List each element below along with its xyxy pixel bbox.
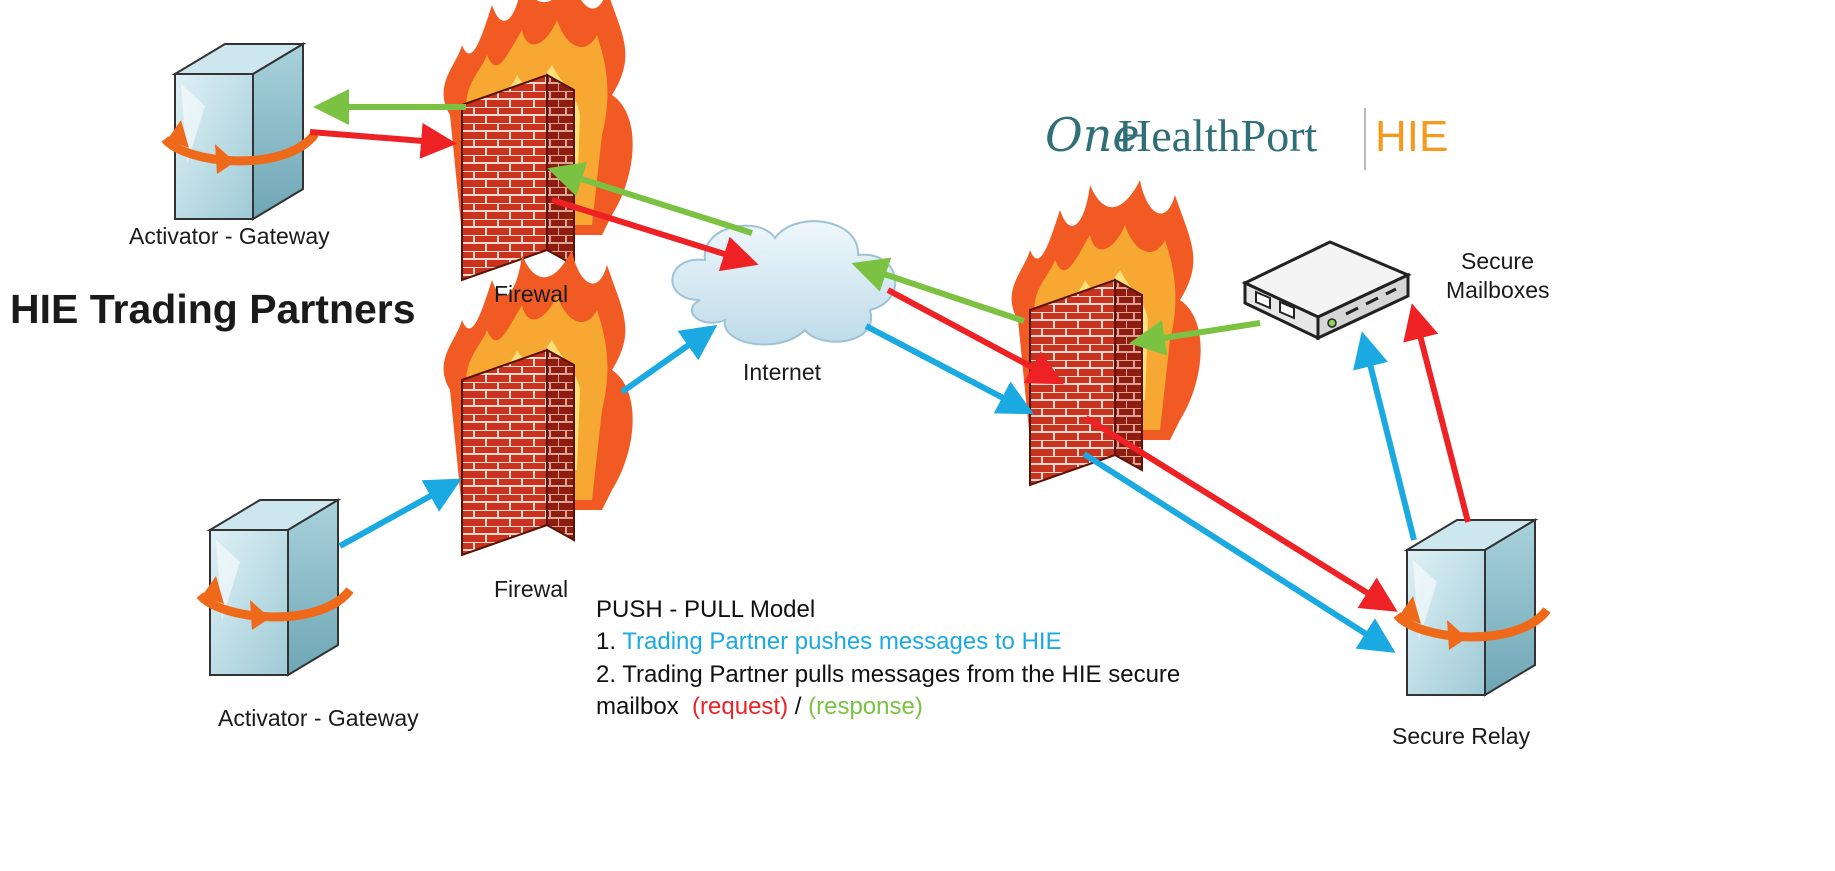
firewall-hie [1010,179,1202,486]
request-arrow-gateway-to-firewall [309,122,457,159]
legend-separator: / [788,693,808,720]
response-arrow-firewall-to-internet [851,257,1025,324]
legend-item-1-number: 1. [596,628,622,655]
push-arrow-firewall-to-internet [620,324,718,395]
secure-mailboxes-label-line1: Secure [1461,248,1534,274]
push-arrow-internet-to-firewall [864,323,1034,415]
internet-label: Internet [743,359,822,385]
logo-one: One [1045,108,1140,162]
firewall-top-label: Firewal [494,281,568,307]
push-arrow-gateway-to-firewall [338,478,462,549]
push-arrow-relay-to-mailboxes [1353,331,1417,541]
legend-item-1: 1. Trading Partner pushes messages to HI… [596,628,1062,655]
secure-mailboxes-label-line2: Mailboxes [1446,277,1550,303]
request-arrow-firewall-to-internet [551,197,759,272]
legend-request: (request) [692,693,788,720]
request-arrow-internet-to-firewall [886,287,1064,385]
gateway-bottom-server [200,500,350,675]
gateway-bottom-label: Activator - Gateway [218,705,419,731]
push-arrow-firewall-to-relay [1082,451,1396,653]
legend-item-2-line2: mailbox (request) / (response) [596,693,923,720]
response-arrow-mailbox-to-firewall [1129,320,1261,356]
request-arrow-firewall-to-relay [1084,415,1398,612]
secure-relay-label: Secure Relay [1392,723,1531,749]
page-title: HIE Trading Partners [10,286,416,332]
firewall-bottom-label: Firewal [494,576,568,602]
secure-relay-server [1397,520,1547,695]
gateway-top-label: Activator - Gateway [129,223,330,249]
secure-mailboxes-device-icon [1241,240,1412,341]
firewall-top [442,0,634,281]
legend-item-2-line1: 2. Trading Partner pulls messages from t… [596,661,1180,688]
push-pull-legend: PUSH - PULL Model 1. Trading Partner pus… [596,596,1180,720]
logo-hie: HIE [1375,112,1448,161]
legend-item-1-text: Trading Partner pushes messages to HIE [622,628,1061,655]
request-arrow-relay-to-mailboxes [1403,303,1471,523]
legend-heading: PUSH - PULL Model [596,596,815,623]
legend-response: (response) [808,693,923,720]
response-arrow-internet-to-firewall [547,161,753,236]
onehealthport-hie-logo: One HealthPort HIE [1045,108,1448,170]
internet-cloud-icon [671,220,897,346]
gateway-top-server [165,44,315,219]
logo-healthport: HealthPort [1118,110,1318,161]
legend-mailbox-text: mailbox [596,693,692,720]
